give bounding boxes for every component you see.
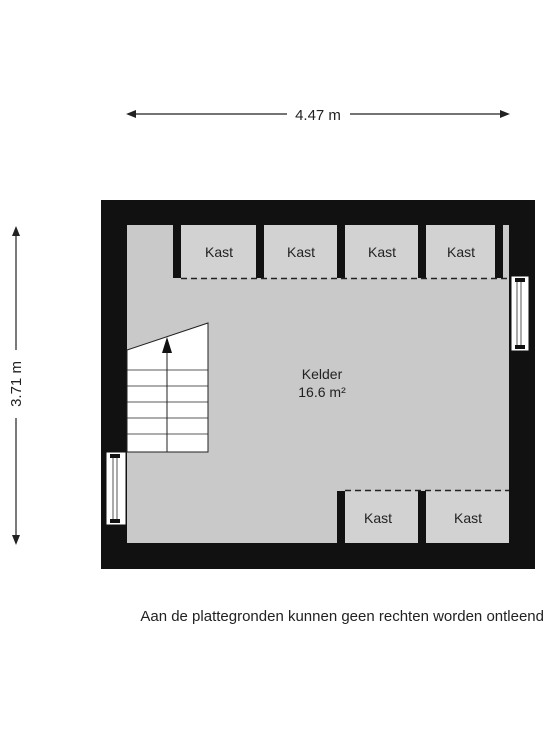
closet-label: Kast	[454, 510, 482, 526]
room-area: 16.6 m²	[298, 384, 346, 400]
width-dimension: 4.47 m	[126, 107, 510, 124]
closet-label: Kast	[447, 244, 475, 260]
stair-arrow-icon	[162, 337, 172, 353]
height-dimension: 3.71 m	[8, 226, 25, 545]
room-name: Kelder	[302, 366, 343, 382]
staircase	[126, 322, 209, 453]
top-closets: Kast Kast Kast Kast	[173, 225, 509, 280]
closet-label: Kast	[205, 244, 233, 260]
disclaimer: Aan de plattegronden kunnen geen rechten…	[140, 608, 544, 625]
closet-label: Kast	[368, 244, 396, 260]
bottom-closets: Kast Kast	[337, 489, 509, 543]
closet-label: Kast	[287, 244, 315, 260]
right-wall-section	[509, 225, 535, 275]
closet-label: Kast	[364, 510, 392, 526]
left-window	[105, 451, 127, 526]
right-window	[510, 275, 530, 352]
height-label: 3.71 m	[8, 361, 25, 407]
width-label: 4.47 m	[295, 107, 341, 124]
